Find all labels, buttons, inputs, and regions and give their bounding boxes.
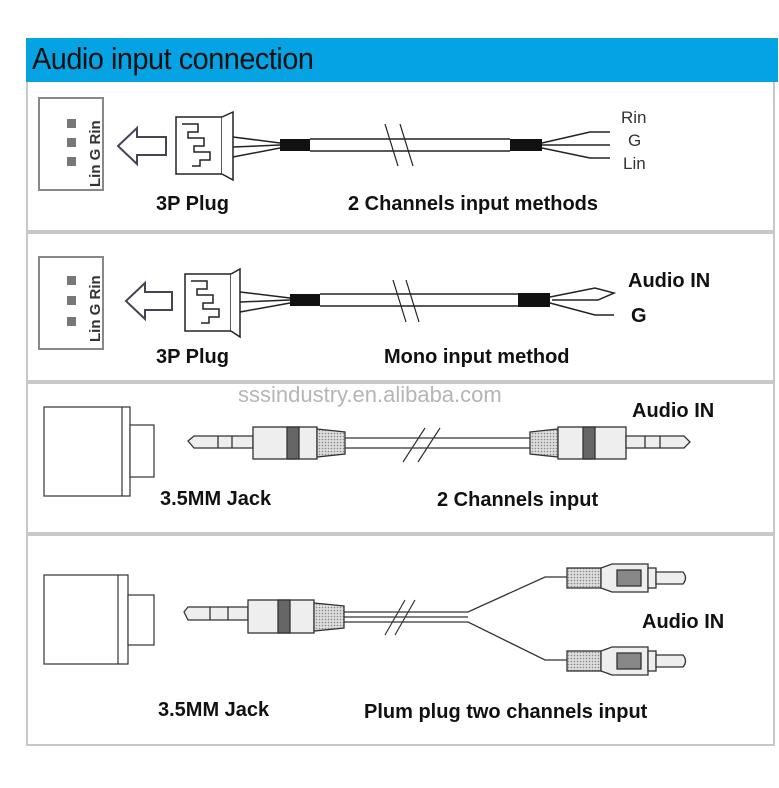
wire-label-rin: Rin — [621, 108, 647, 127]
pin-icon — [67, 317, 76, 326]
pin-icon — [67, 157, 76, 166]
end-label: Audio IN — [642, 611, 725, 633]
panel-2ch-3p — [26, 82, 775, 232]
pin-icon — [67, 119, 76, 128]
arrow-left-icon — [124, 280, 173, 322]
method-label: 2 Channels input methods — [348, 193, 599, 215]
plug-label: 3.5MM Jack — [158, 699, 270, 721]
end-label: Audio IN — [632, 400, 715, 422]
cable-sleeve — [280, 139, 310, 151]
wire-label-g: G — [628, 131, 642, 150]
plug-label: 3P Plug — [156, 346, 229, 368]
method-label: Plum plug two channels input — [364, 701, 648, 723]
arrow-left-icon — [116, 125, 167, 167]
watermark: sssindustry.en.alibaba.com — [238, 382, 502, 407]
panel-mono-3p — [26, 232, 775, 382]
socket-connector-2 — [38, 256, 104, 350]
device-jack-socket — [43, 574, 155, 665]
device-jack-socket — [43, 406, 155, 497]
pin-icon — [67, 296, 76, 305]
wire-label-audio-in: Audio IN — [628, 270, 711, 292]
pin-icon — [67, 138, 76, 147]
page-title: Audio input connection — [32, 41, 314, 76]
method-label: Mono input method — [384, 346, 570, 368]
wire-label-lin: Lin — [623, 154, 646, 173]
rca-plug-icon — [566, 646, 687, 676]
plug-label: 3.5MM Jack — [160, 488, 272, 510]
plug-label: 3P Plug — [156, 193, 229, 215]
method-label: 2 Channels input — [437, 489, 599, 511]
wire-label-g: G — [631, 305, 647, 327]
rca-plug-icon — [566, 563, 687, 593]
3.5mm-plug-icon — [183, 599, 345, 634]
3.5mm-plug-icon — [529, 426, 691, 460]
pin-icon — [67, 276, 76, 285]
section-header: Audio input connection — [26, 38, 778, 82]
3p-plug-icon — [184, 267, 241, 339]
3p-plug-icon — [175, 110, 234, 182]
3.5mm-plug-icon — [187, 426, 346, 460]
